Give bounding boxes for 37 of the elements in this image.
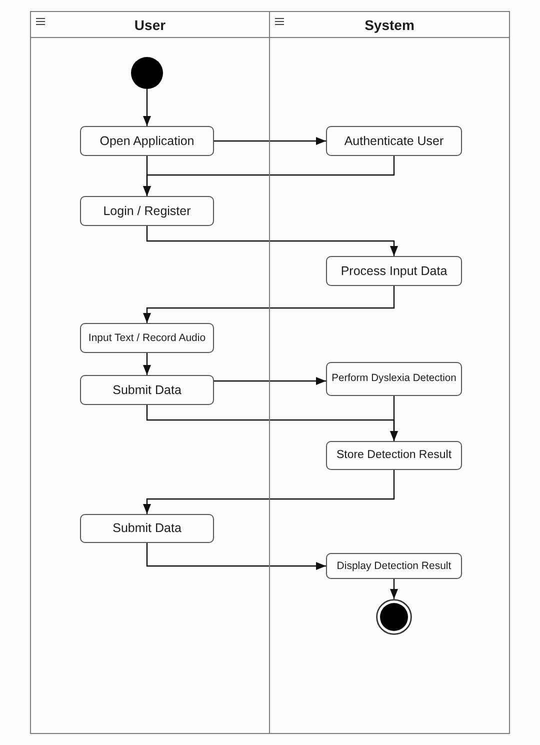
arrow <box>390 396 398 441</box>
action-box <box>80 196 214 226</box>
arrow <box>390 579 398 599</box>
arrow <box>146 543 326 570</box>
lane-title: User <box>134 17 166 33</box>
arrow <box>146 226 398 256</box>
action-box <box>326 441 462 470</box>
lane-title: System <box>364 17 414 33</box>
action-box <box>80 323 214 353</box>
action-label: Perform Dyslexia Detection <box>332 372 456 386</box>
action-label: Submit Data <box>112 382 182 398</box>
action-box <box>80 126 214 156</box>
action-label: Submit Data <box>112 521 182 536</box>
action-box <box>80 514 214 543</box>
arrow <box>143 89 151 126</box>
arrow <box>143 470 395 514</box>
arrow <box>214 377 326 385</box>
action-label: Store Detection Result <box>336 448 452 462</box>
action-box <box>326 126 462 156</box>
swimlane <box>269 11 510 734</box>
action-box <box>326 362 462 396</box>
action-label: Process Input Data <box>340 264 448 278</box>
action-label: Display Detection Result <box>336 560 452 572</box>
arrow <box>143 286 395 323</box>
arrow <box>143 156 395 196</box>
end-node <box>376 599 412 635</box>
action-label: Login / Register <box>103 204 191 218</box>
action-label: Input Text / Record Audio <box>88 332 206 344</box>
arrow <box>214 137 326 145</box>
action-label: Authenticate User <box>344 134 444 148</box>
action-label: Open Application <box>100 134 194 148</box>
arrow <box>143 353 151 375</box>
start-node <box>131 57 163 89</box>
action-box <box>80 375 214 405</box>
action-box <box>326 256 462 286</box>
swimlane <box>30 11 270 734</box>
action-box <box>326 553 462 579</box>
